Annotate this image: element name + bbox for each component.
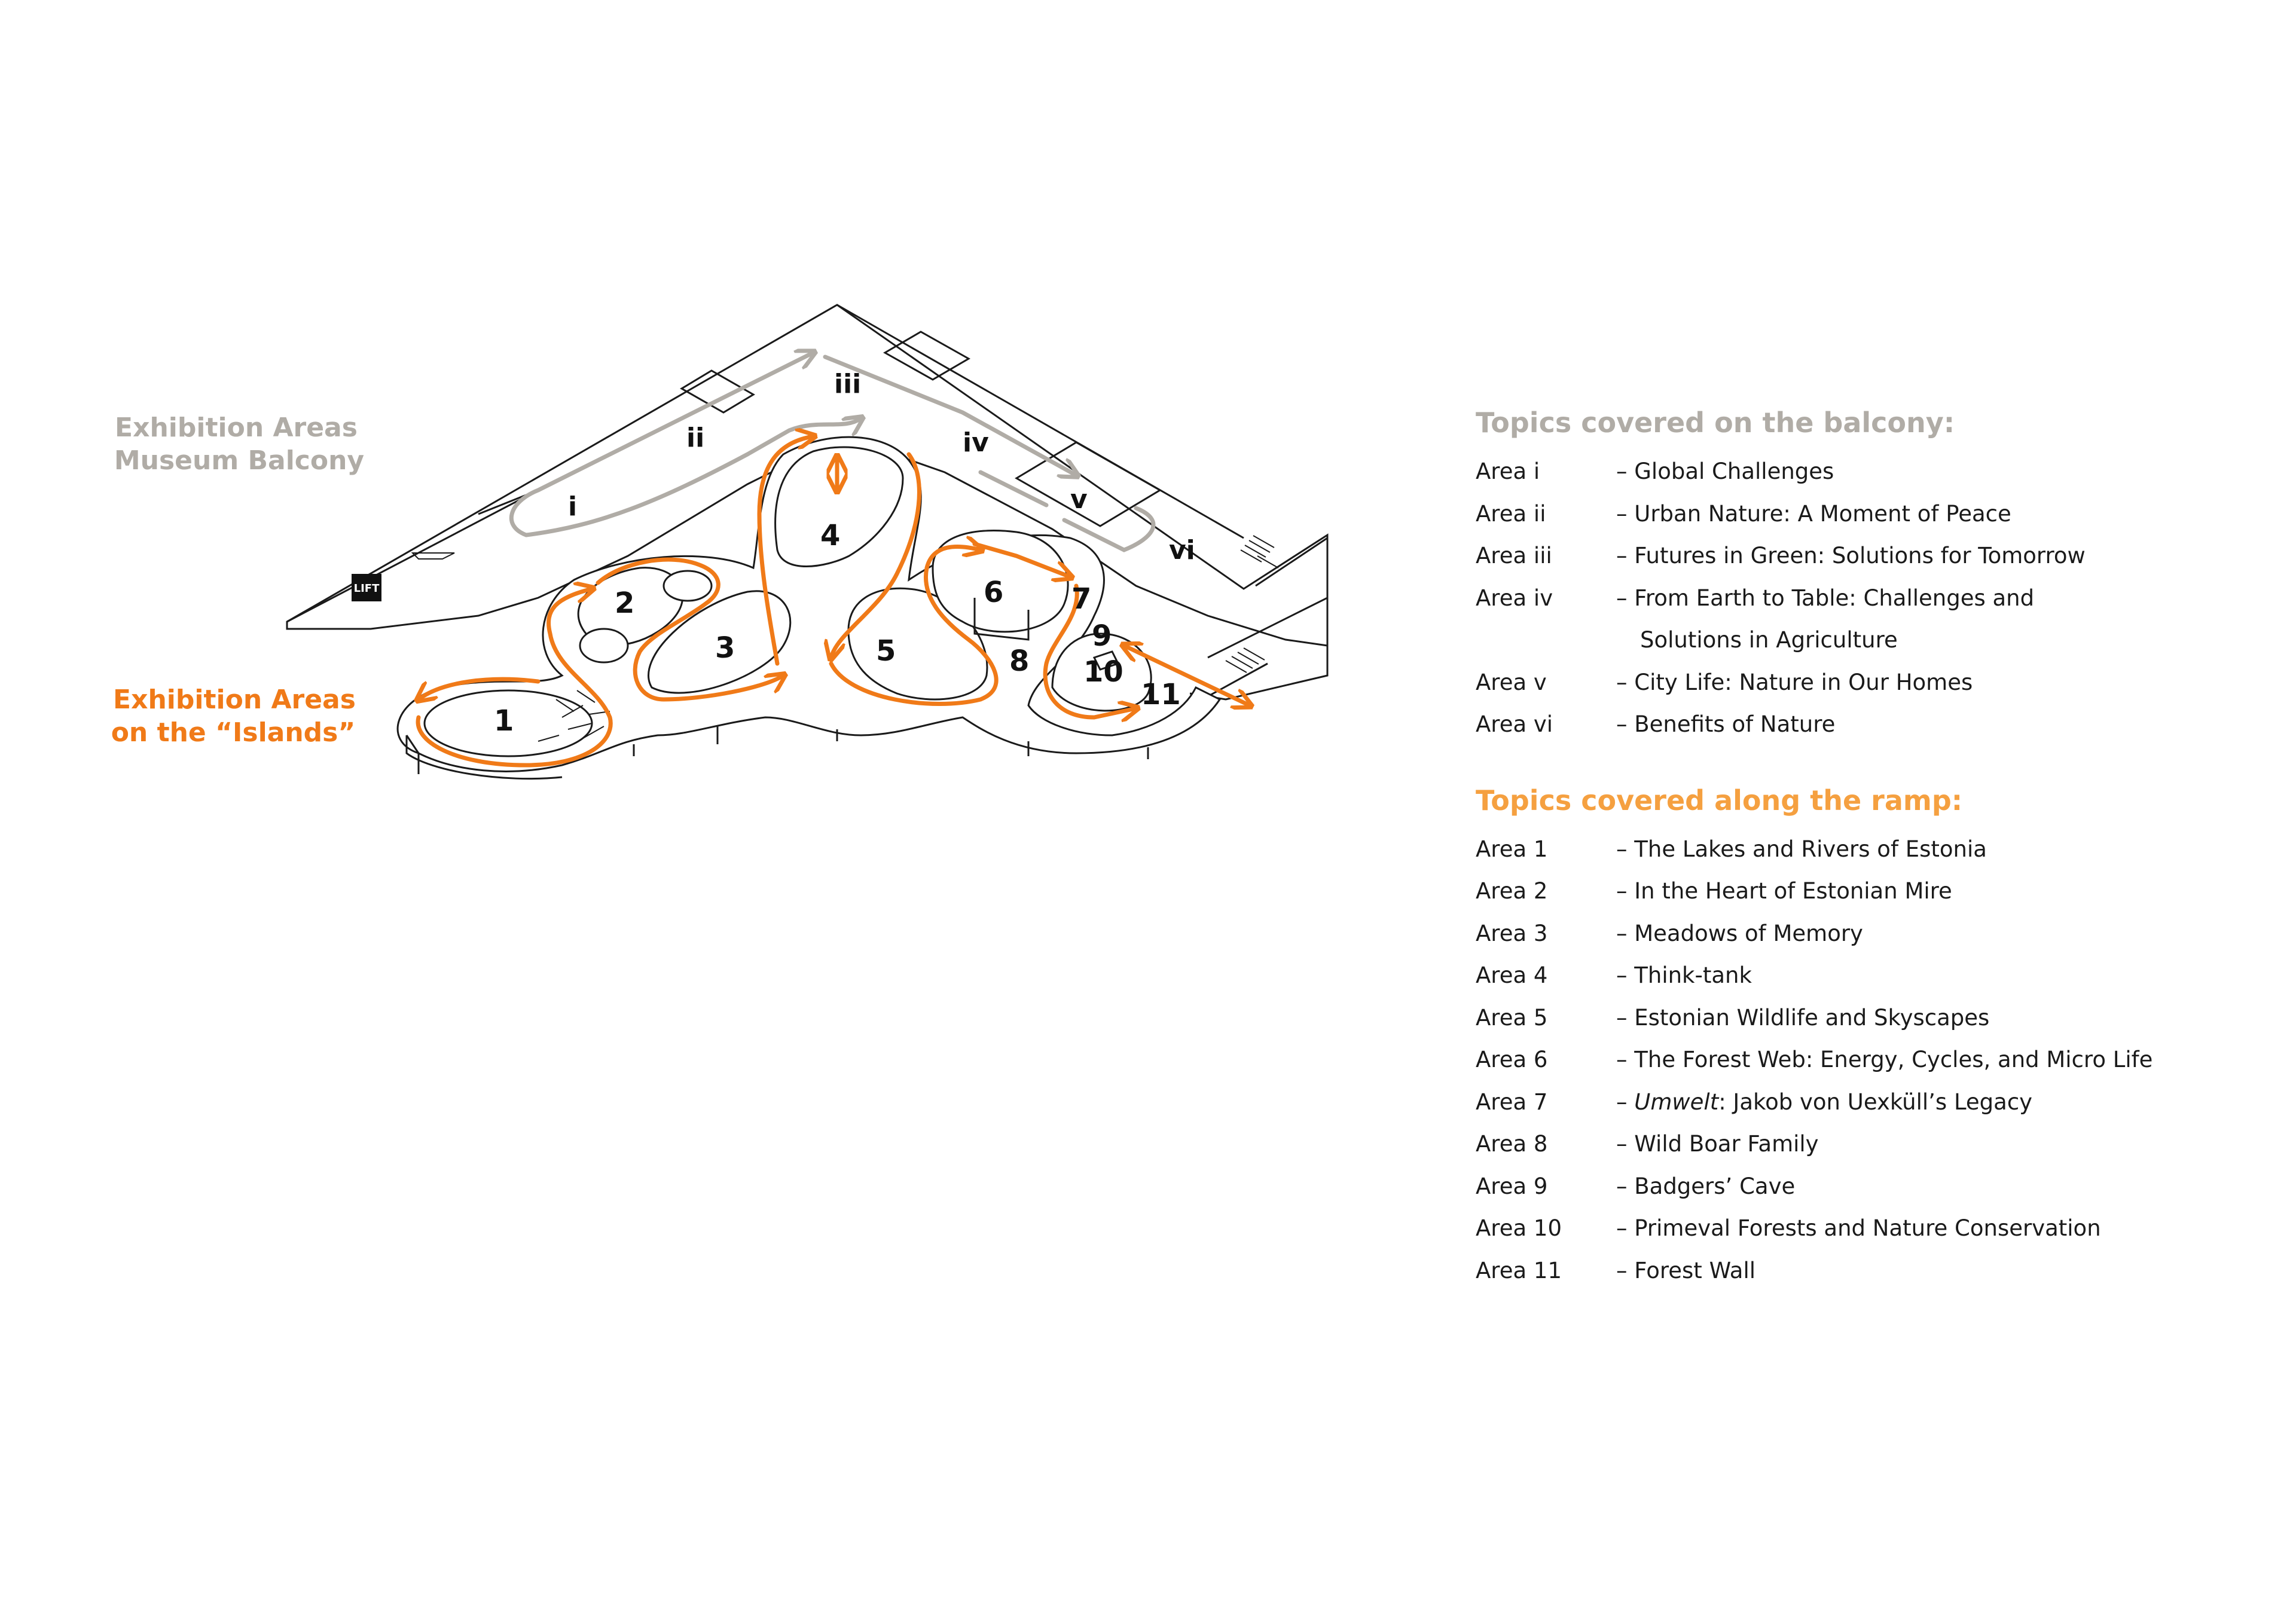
label-area-vi: vi xyxy=(1169,535,1195,566)
lift-label: LIFT xyxy=(354,582,380,595)
balcony-topics-title: Topics covered on the balcony: xyxy=(1476,406,1955,439)
label-area-6: 6 xyxy=(984,576,1003,609)
list-item: Area v– City Life: Nature in Our Homes xyxy=(1476,669,1973,695)
list-item: Area iv– From Earth to Table: Challenges… xyxy=(1476,585,2035,611)
list-item: Area ii– Urban Nature: A Moment of Peace xyxy=(1476,500,2011,527)
list-item: Area 2– In the Heart of Estonian Mire xyxy=(1476,878,1952,904)
legend-islands-line2: on the “Islands” xyxy=(111,717,356,748)
label-area-8: 8 xyxy=(1009,644,1029,678)
topics-panel: Topics covered on the balcony: Area i– G… xyxy=(1476,406,2277,1292)
ramp-topics-list: Area 1– The Lakes and Rivers of Estonia … xyxy=(1476,829,2277,1292)
list-item: Area 6– The Forest Web: Energy, Cycles, … xyxy=(1476,1047,2153,1072)
legend-balcony-line2: Museum Balcony xyxy=(114,445,364,476)
list-item: Area vi– Benefits of Nature xyxy=(1476,711,1836,737)
balcony-route xyxy=(509,353,1156,552)
list-item: Area 11– Forest Wall xyxy=(1476,1257,1756,1283)
list-item: Area 7– Umwelt: Jakob von Uexküll’s Lega… xyxy=(1476,1089,2033,1115)
label-area-11: 11 xyxy=(1141,678,1181,711)
list-item: Area 1– The Lakes and Rivers of Estonia xyxy=(1476,836,1987,862)
list-item: Area 10– Primeval Forests and Nature Con… xyxy=(1476,1215,2101,1241)
legend-islands-line1: Exhibition Areas xyxy=(113,684,356,715)
label-area-iii: iii xyxy=(834,369,861,399)
label-area-1: 1 xyxy=(494,704,514,738)
list-item: Area 5– Estonian Wildlife and Skyscapes xyxy=(1476,1004,1990,1031)
label-area-v: v xyxy=(1070,484,1088,515)
label-area-iv: iv xyxy=(963,427,989,458)
islands-structure xyxy=(396,436,1222,780)
label-area-2: 2 xyxy=(615,586,634,620)
ramp-topics-title: Topics covered along the ramp: xyxy=(1476,784,1963,817)
islands-route xyxy=(418,436,1250,768)
lift-icon xyxy=(352,574,381,601)
label-area-7: 7 xyxy=(1071,582,1091,616)
label-area-10: 10 xyxy=(1083,655,1123,689)
label-area-i: i xyxy=(568,491,577,522)
balcony-topics-list: Area i– Global Challenges Area ii– Urban… xyxy=(1476,451,2277,746)
list-item: Area 4– Think-tank xyxy=(1476,962,1752,988)
list-item-continuation: Solutions in Agriculture xyxy=(1640,627,1898,653)
list-item: Area i– Global Challenges xyxy=(1476,459,1834,484)
label-area-5: 5 xyxy=(876,634,896,668)
label-area-4: 4 xyxy=(820,519,840,552)
list-item: Area 9– Badgers’ Cave xyxy=(1476,1173,1796,1199)
label-area-3: 3 xyxy=(715,631,735,665)
legend: Exhibition Areas Museum Balcony Exhibiti… xyxy=(111,412,364,748)
label-area-ii: ii xyxy=(686,423,704,453)
list-item: Area iii– Futures in Green: Solutions fo… xyxy=(1476,543,2086,568)
legend-balcony-line1: Exhibition Areas xyxy=(115,412,358,443)
label-area-9: 9 xyxy=(1092,619,1112,653)
list-item: Area 8– Wild Boar Family xyxy=(1476,1131,1819,1157)
list-item: Area 3– Meadows of Memory xyxy=(1476,920,1863,946)
map-labels: i ii iii iv v vi 1 2 3 4 5 6 7 8 9 10 11 xyxy=(494,369,1195,738)
